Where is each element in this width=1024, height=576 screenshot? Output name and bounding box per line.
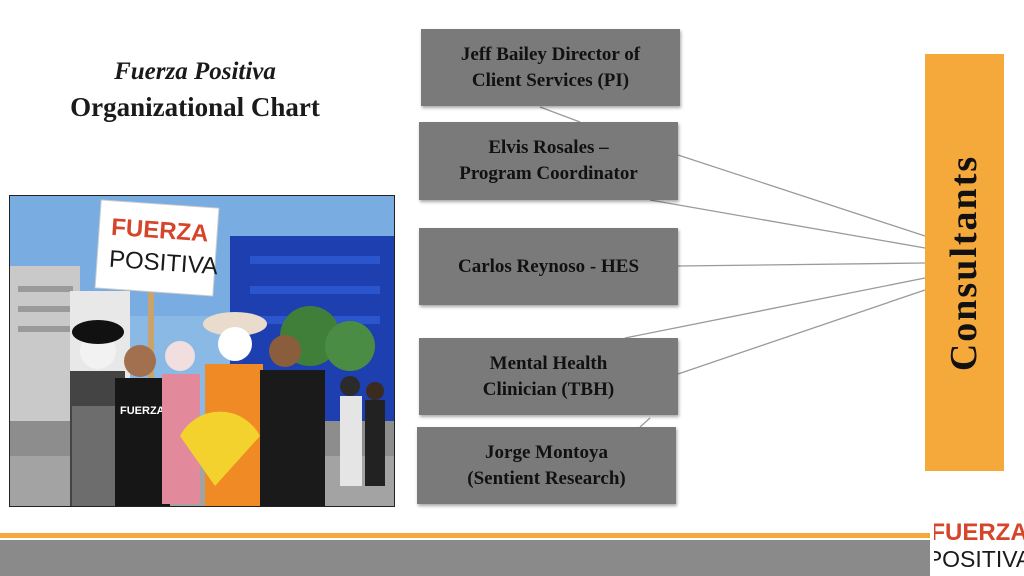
fuerza-positiva-logo: FUERZA POSITIVA	[934, 519, 1024, 572]
logo-text-1: FUERZA	[934, 519, 1024, 546]
connector-line	[649, 199, 926, 249]
logo-text-2: POSITIVA	[934, 546, 1024, 572]
node-jeff-bailey: Jeff Bailey Director of Client Services (…	[421, 29, 680, 106]
node-line: Program Coordinator	[459, 163, 638, 184]
event-photo: FUERZA POSITIVA FUERZA	[9, 195, 395, 507]
node-line: Carlos Reynoso - HES	[457, 255, 640, 277]
node-line: (Sentient Research)	[467, 467, 626, 489]
node-jorge-montoya: Jorge Montoya (Sentient Research)	[417, 427, 676, 504]
node-line: Jeff Bailey Director of	[460, 43, 641, 65]
connector-line	[677, 289, 926, 375]
title-block: Fuerza Positiva Organizational Chart	[20, 58, 370, 123]
footer-accent-line	[0, 533, 930, 538]
connector-line	[624, 277, 926, 339]
consultants-box: Consultants	[925, 54, 1004, 471]
node-line: Mental Health	[489, 352, 608, 374]
node-line: Jorge Montoya	[485, 441, 608, 463]
node-carlos-reynoso: Carlos Reynoso - HES	[419, 228, 678, 305]
org-name: Fuerza Positiva	[114, 58, 276, 85]
connector-line	[639, 417, 651, 428]
connector-line	[677, 262, 926, 267]
node-line: Elvis Rosales –	[488, 137, 609, 158]
connector-line	[539, 106, 581, 123]
chart-title: Organizational Chart	[70, 92, 320, 122]
footer-bar	[0, 540, 930, 576]
consultants-label: Consultants	[943, 154, 986, 371]
shirt-text: FUERZA	[120, 405, 165, 417]
node-elvis-rosales: Elvis Rosales – Program Coordinator	[419, 122, 678, 200]
node-line: Client Services (PI)	[471, 69, 630, 91]
connector-line	[677, 154, 926, 237]
node-line: Clinician (TBH)	[482, 378, 615, 400]
